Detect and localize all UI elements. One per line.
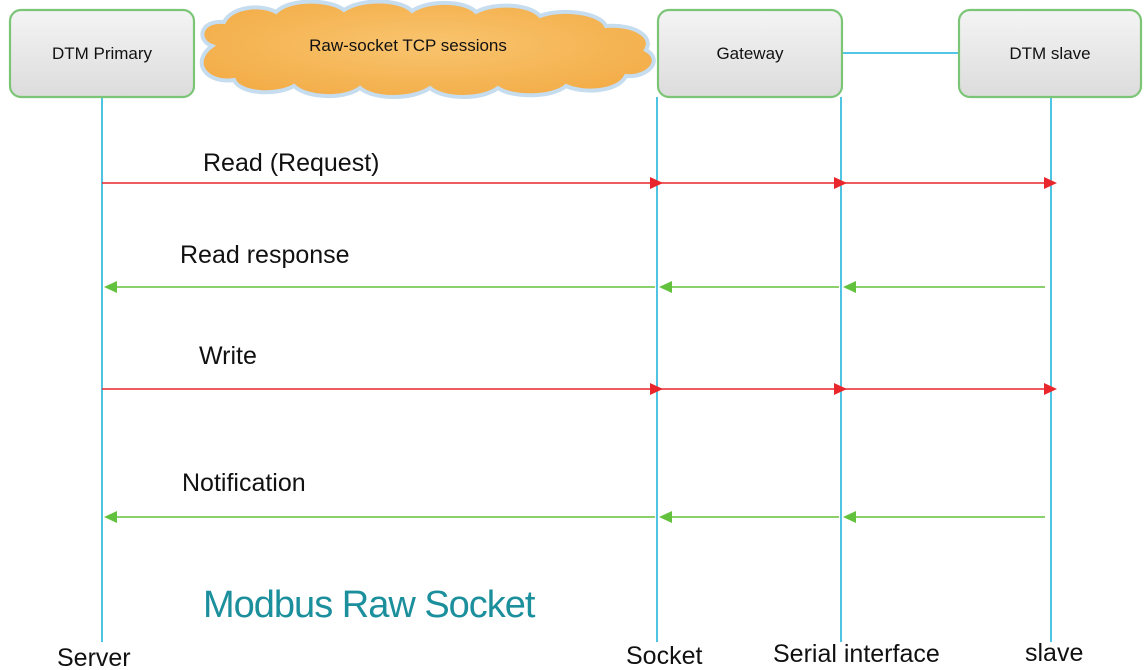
message-read-response-segment-1 [104,281,655,293]
participant-gateway-label: Gateway [716,44,784,63]
message-read-response-segment-3 [843,281,1045,293]
message-write-segment-1 [102,383,663,395]
message-read-request-segment-3 [843,177,1057,189]
participant-gateway: Gateway [656,8,844,99]
messages [102,177,1057,523]
message-read-request-segment-2 [659,177,847,189]
bottom-label-slave: slave [1025,639,1083,667]
message-label-read-request: Read (Request) [203,149,379,177]
message-label-read-response: Read response [180,241,350,269]
message-label-notification: Notification [182,469,306,497]
cloud-label: Raw-socket TCP sessions [309,36,507,55]
message-read-request-segment-1 [102,177,663,189]
bottom-label-socket: Socket [626,642,702,670]
message-label-write: Write [199,342,257,370]
bottom-label-serial-interface: Serial interface [773,640,940,668]
message-notification-segment-1 [104,511,655,523]
message-write-segment-3 [843,383,1057,395]
message-notification-segment-3 [843,511,1045,523]
bottom-label-server: Server [57,644,131,670]
message-notification-segment-2 [659,511,839,523]
diagram-title: Modbus Raw Socket [203,584,536,626]
participant-dtm-slave-label: DTM slave [1009,44,1090,63]
participant-dtm-primary: DTM Primary [8,8,196,99]
participant-dtm-primary-label: DTM Primary [52,44,153,63]
message-read-response-segment-2 [659,281,839,293]
participant-dtm-slave: DTM slave [957,8,1143,99]
message-write-segment-2 [659,383,847,395]
tcp-sessions-cloud: Raw-socket TCP sessions [199,0,656,99]
